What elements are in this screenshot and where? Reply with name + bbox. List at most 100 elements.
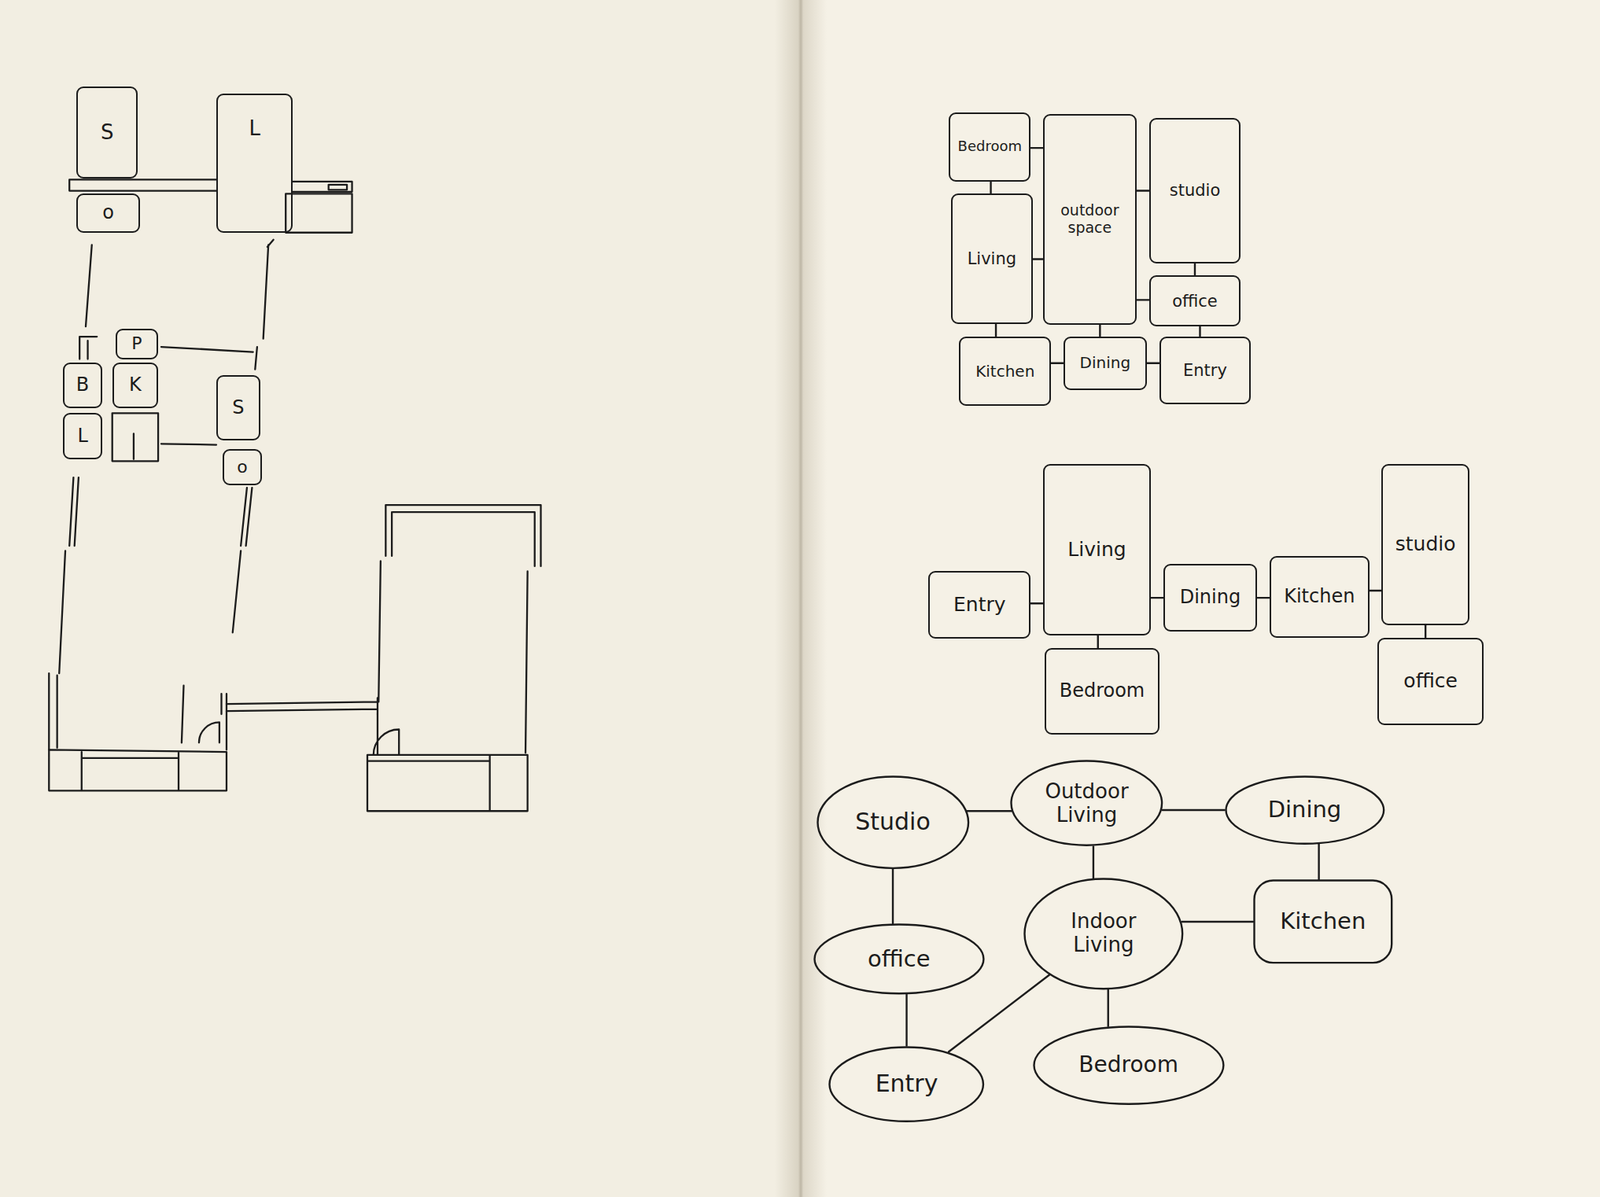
room-box: Living: [951, 193, 1033, 325]
node-label: B: [76, 374, 89, 397]
letter-box: P: [115, 328, 159, 360]
room-box: Dining: [1163, 564, 1258, 632]
adjacency-line: [989, 181, 992, 195]
adjacency-line: [1317, 844, 1320, 880]
letter-box: L: [216, 93, 293, 233]
wall-line: [385, 505, 541, 753]
node-label: L: [77, 425, 88, 448]
room-box: Kitchen: [958, 336, 1051, 406]
node-label: Dining: [1080, 353, 1132, 373]
bubble-node: Indoor Living: [1023, 877, 1184, 991]
adjacency-line: [1050, 362, 1064, 365]
adjacency-line: [1146, 362, 1160, 365]
node-label: Bedroom: [1059, 680, 1146, 703]
right-page: [800, 0, 1600, 1197]
room-box: office: [1149, 275, 1242, 327]
letter-box: K: [112, 362, 159, 409]
node-label: o: [236, 457, 248, 477]
room-box: Kitchen: [1253, 879, 1394, 965]
bubble-node: Bedroom: [1032, 1025, 1225, 1106]
left-page: [0, 0, 801, 1197]
node-label: P: [131, 333, 142, 354]
adjacency-line: [1092, 846, 1095, 878]
adjacency-line: [1098, 324, 1101, 338]
node-label: o: [102, 202, 115, 225]
ellipse-outline: [1225, 776, 1384, 844]
ellipse-outline: [829, 1047, 984, 1121]
room-box: outdoor space: [1043, 114, 1137, 325]
node-label: office: [1403, 670, 1458, 694]
adjacency-line: [1136, 298, 1150, 301]
letter-box: o: [76, 193, 140, 233]
stair-mark: [79, 336, 97, 360]
node-label: Living: [1067, 538, 1126, 562]
room-box: Entry: [1159, 336, 1252, 405]
room-box: office: [1377, 637, 1484, 727]
node-label: outdoor space: [1047, 202, 1133, 237]
adjacency-line: [948, 975, 1050, 1053]
room-box: studio: [1149, 117, 1242, 263]
wall-line: [48, 477, 79, 750]
bubble-node: Outdoor Living: [1010, 759, 1164, 847]
node-label: Bedroom: [1078, 1052, 1179, 1078]
adjacency-line: [1181, 921, 1253, 923]
wall-line: [226, 697, 378, 715]
letter-box: L: [62, 412, 102, 459]
blank-box: [285, 193, 352, 233]
room-box: Kitchen: [1269, 556, 1370, 638]
node-label: Dining: [1268, 796, 1342, 823]
adjacency-line: [1097, 635, 1099, 649]
adjacency-line: [1030, 602, 1044, 605]
adjacency-line: [905, 995, 907, 1047]
node-label: office: [1172, 291, 1218, 311]
adjacency-line: [1424, 625, 1427, 638]
bubble-node: Studio: [816, 775, 970, 870]
bubble-node: office: [813, 923, 985, 996]
counter-strip: [367, 755, 528, 812]
ellipse-outline: [817, 776, 969, 868]
blank-box: [112, 412, 159, 461]
room-box: Dining: [1063, 336, 1147, 390]
door-swing: [373, 560, 399, 755]
room-box: Bedroom: [948, 112, 1031, 182]
room-box: studio: [1381, 464, 1470, 626]
adjacency-line: [1257, 597, 1270, 599]
adjacency-line: [995, 324, 997, 337]
node-label: S: [100, 121, 115, 145]
node-label: studio: [1395, 533, 1457, 557]
room-box: Living: [1043, 464, 1152, 636]
adjacency-line: [1198, 326, 1201, 337]
adjacency-line: [1162, 809, 1225, 812]
node-label: Living: [967, 249, 1017, 269]
letter-box: o: [222, 449, 263, 487]
ellipse-outline: [1011, 761, 1163, 846]
node-label: Dining: [1179, 586, 1241, 609]
node-label: Bedroom: [958, 138, 1022, 155]
node-label: S: [232, 397, 244, 420]
node-label: Entry: [1183, 361, 1228, 380]
page-fold: [774, 0, 827, 1197]
wall-bar: [292, 181, 352, 192]
node-label: studio: [1169, 180, 1221, 200]
node-label: Entry: [875, 1070, 939, 1099]
adjacency-line: [967, 810, 1012, 812]
letter-box: S: [76, 86, 138, 179]
adjacency-line: [1194, 263, 1196, 277]
bubble-node: Dining: [1224, 775, 1386, 845]
door-swing: [181, 685, 220, 744]
adjacency-line: [1136, 189, 1150, 192]
node-label: Entry: [953, 593, 1007, 617]
node-label: Outdoor Living: [1032, 780, 1143, 828]
node-label: Kitchen: [1283, 586, 1355, 609]
adjacency-line: [1032, 258, 1044, 260]
adjacency-line: [892, 869, 894, 924]
wall-bar: [69, 179, 217, 191]
wall-detail: [328, 184, 347, 190]
room-box: Entry: [928, 571, 1031, 639]
letter-box: B: [62, 362, 102, 409]
adjacency-line: [1107, 989, 1110, 1027]
node-label: Kitchen: [1279, 908, 1366, 935]
wall-line: [85, 244, 93, 327]
